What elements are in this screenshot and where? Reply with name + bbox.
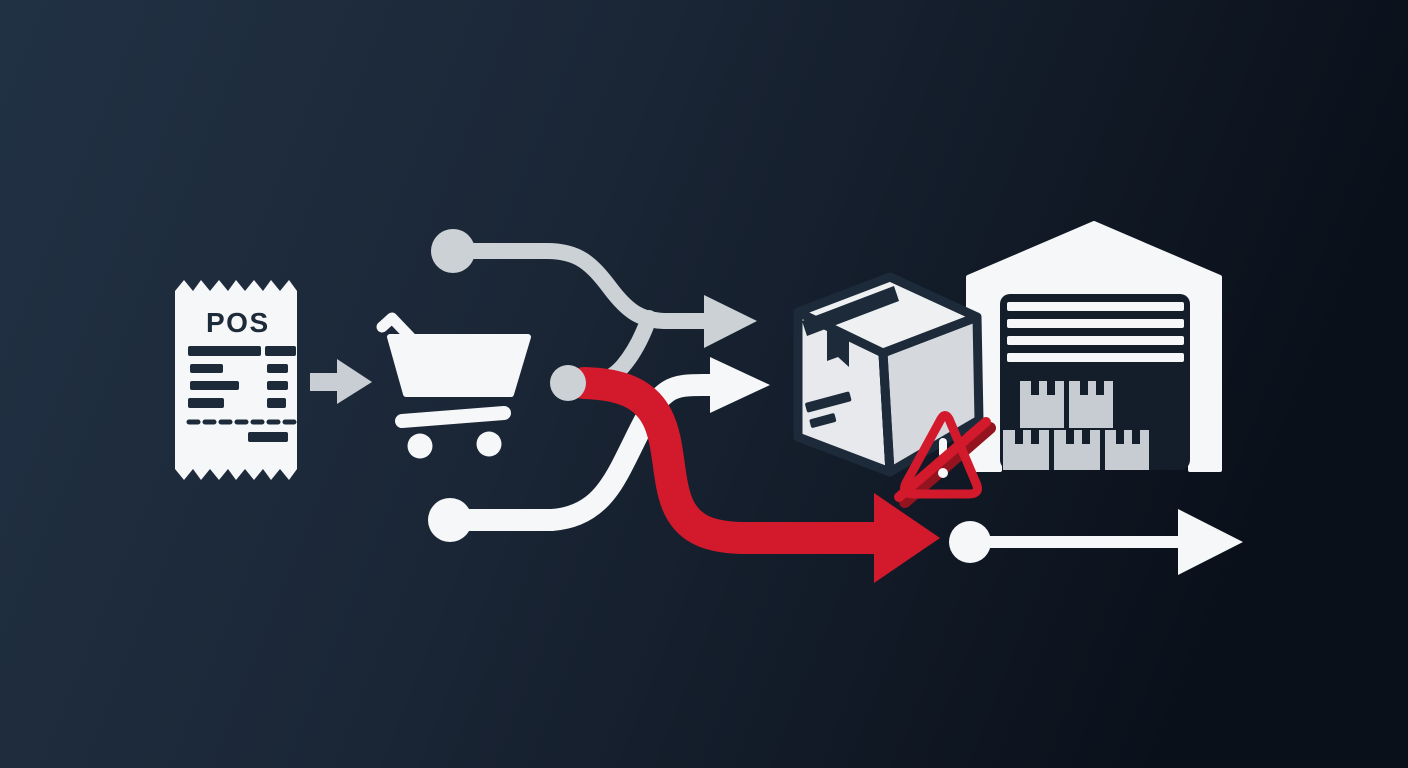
cart-frame-bar xyxy=(395,406,511,428)
cart-basket xyxy=(387,334,531,397)
route-node-dot xyxy=(550,365,586,401)
warning-exclamation-dot xyxy=(938,468,948,478)
cart-wheel xyxy=(476,431,502,457)
warehouse-icon xyxy=(966,221,1222,472)
route-white-line xyxy=(439,373,723,531)
warning-triangle-icon xyxy=(894,411,996,508)
arrow-right-icon xyxy=(310,359,372,404)
box-front-edge xyxy=(878,348,895,477)
cart-handle xyxy=(376,312,419,346)
route-gray-arrowhead xyxy=(704,295,757,348)
package-box-icon xyxy=(793,272,984,477)
receipt-paper xyxy=(175,280,297,480)
pos-label: POS xyxy=(206,307,270,338)
route-node-dot xyxy=(949,521,991,563)
final-route-arrow xyxy=(949,509,1243,575)
route-white-arrow xyxy=(428,357,770,542)
cart-wheel xyxy=(407,433,433,459)
shopping-cart-icon xyxy=(376,312,531,459)
route-red-line xyxy=(568,367,894,554)
route-red-arrowhead xyxy=(874,493,940,583)
receipt-text-lines xyxy=(186,346,299,442)
final-route-line xyxy=(975,536,1180,548)
warning-slash xyxy=(894,417,991,502)
pos-receipt-icon: POS xyxy=(175,280,299,480)
box-top-face xyxy=(793,272,982,358)
box-tape-stripe xyxy=(802,286,899,336)
box-label-lines xyxy=(805,391,852,428)
box-tape-flap xyxy=(827,326,849,367)
receipt-total-line xyxy=(248,432,288,442)
warehouse-shutter xyxy=(1007,302,1184,362)
warehouse-crates xyxy=(1003,381,1149,470)
route-red-error-arrow xyxy=(568,367,940,583)
route-white-arrowhead xyxy=(710,357,770,413)
final-route-arrowhead xyxy=(1178,509,1243,575)
